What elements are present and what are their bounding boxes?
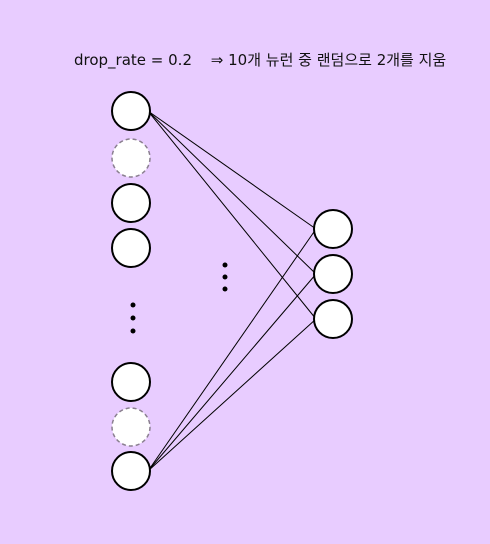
input-neuron [111, 362, 151, 402]
ellipsis-dot [222, 274, 228, 280]
connection-line [147, 228, 317, 472]
ellipsis-dot [130, 302, 136, 308]
drop-rate-label: drop_rate = 0.2 [74, 51, 192, 69]
implies-arrow-icon: ⇒ [210, 51, 224, 69]
input-neuron [111, 91, 151, 131]
input-neuron [111, 183, 151, 223]
dropped-neuron [111, 407, 151, 447]
neurons [111, 91, 353, 491]
connection-line [147, 110, 317, 275]
connections [147, 110, 317, 472]
caption: drop_rate = 0.2 ⇒ 10개 뉴런 중 랜덤으로 2개를 지움 [74, 49, 446, 70]
connection-line [147, 318, 317, 472]
ellipsis-dot [130, 328, 136, 334]
connection-line [147, 273, 317, 472]
connection-line [147, 110, 317, 320]
ellipsis-dot [222, 286, 228, 292]
dropout-explanation: 10개 뉴런 중 랜덤으로 2개를 지움 [228, 51, 447, 69]
connection-line [147, 110, 317, 230]
input-neuron [111, 228, 151, 268]
dropped-neuron [111, 138, 151, 178]
ellipsis-dot [222, 262, 228, 268]
output-neuron [313, 299, 353, 339]
ellipsis-dot [130, 315, 136, 321]
input-neuron [111, 451, 151, 491]
output-neuron [313, 254, 353, 294]
output-neuron [313, 209, 353, 249]
